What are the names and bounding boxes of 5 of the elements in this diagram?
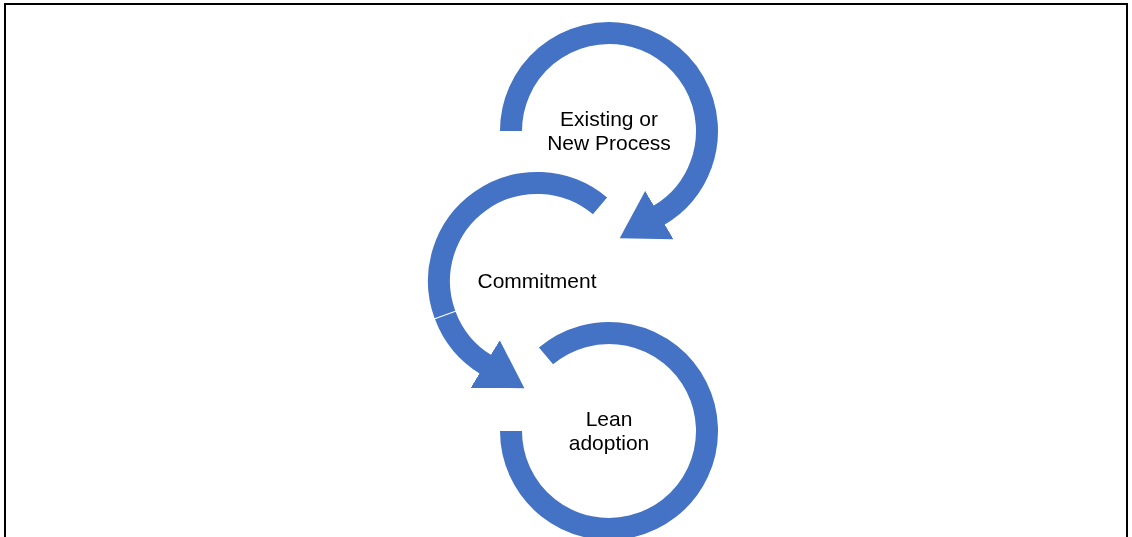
step-label: Lean adoption xyxy=(567,407,651,455)
curved-arrow xyxy=(621,159,712,241)
curved-arrow xyxy=(435,311,524,391)
step-label: Existing or New Process xyxy=(546,107,672,155)
step-label: Commitment xyxy=(477,269,597,293)
